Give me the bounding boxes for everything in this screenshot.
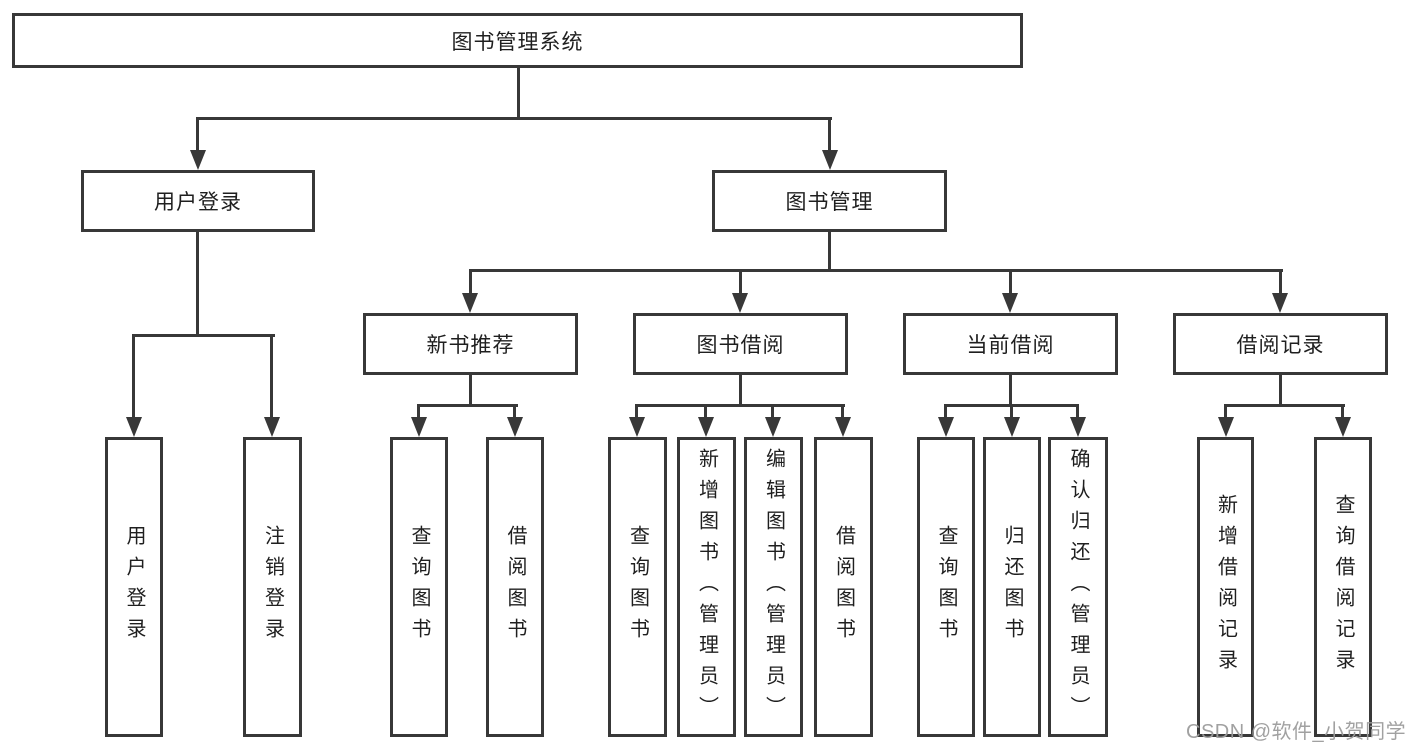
leaf-borrow-edit-book-admin-label: 编辑图书（管理员） [762, 447, 785, 727]
leaf-current-confirm-return-admin-label: 确认归还（管理员） [1067, 447, 1089, 727]
leaf-borrow-borrow-book-label: 借阅图书 [832, 525, 855, 649]
leaf-logout-login: 注销登录 [243, 437, 302, 737]
leaf-recommend-borrow-book-label: 借阅图书 [504, 525, 526, 649]
arrow-down-icon [126, 417, 142, 437]
leaf-current-confirm-return-admin: 确认归还（管理员） [1048, 437, 1108, 737]
leaf-current-query-book-label: 查询图书 [935, 525, 957, 649]
leaf-current-query-book: 查询图书 [917, 437, 975, 737]
connector-line [635, 404, 638, 419]
node-new-book-recommend-label: 新书推荐 [426, 334, 515, 357]
connector-line [1224, 404, 1227, 419]
connector-line [1009, 269, 1012, 295]
arrow-down-icon [938, 417, 954, 437]
connector-line [513, 404, 516, 419]
leaf-logout-login-label: 注销登录 [261, 525, 284, 649]
leaf-recommend-query-book-label: 查询图书 [408, 525, 430, 649]
leaf-current-return-book: 归还图书 [983, 437, 1041, 737]
arrow-down-icon [835, 417, 851, 437]
leaf-record-add-borrow-record: 新增借阅记录 [1197, 437, 1254, 737]
node-book-management-label: 图书管理 [785, 191, 874, 214]
connector-line [196, 117, 832, 120]
arrow-down-icon [698, 417, 714, 437]
arrow-down-icon [1272, 293, 1288, 313]
arrow-down-icon [190, 150, 206, 170]
leaf-borrow-query-book-label: 查询图书 [626, 525, 649, 649]
connector-line [196, 117, 199, 152]
arrow-down-icon [822, 150, 838, 170]
connector-line [704, 404, 707, 419]
connector-line [841, 404, 844, 419]
arrow-down-icon [507, 417, 523, 437]
leaf-recommend-borrow-book: 借阅图书 [486, 437, 544, 737]
connector-line [270, 334, 273, 419]
connector-line [132, 334, 135, 419]
arrow-down-icon [765, 417, 781, 437]
connector-line [1010, 404, 1013, 419]
connector-line [1224, 404, 1345, 407]
connector-line [828, 232, 831, 272]
connector-line [635, 404, 845, 407]
node-borrow-record-label: 借阅记录 [1236, 334, 1325, 357]
connector-line [469, 269, 1283, 272]
leaf-recommend-query-book: 查询图书 [390, 437, 448, 737]
leaf-current-return-book-label: 归还图书 [1001, 525, 1023, 649]
arrow-down-icon [1218, 417, 1234, 437]
node-root-label: 图书管理系统 [451, 30, 584, 54]
arrow-down-icon [1004, 417, 1020, 437]
connector-line [1076, 404, 1079, 419]
leaf-borrow-query-book: 查询图书 [608, 437, 667, 737]
arrow-down-icon [1002, 293, 1018, 313]
connector-line [771, 404, 774, 419]
leaf-user-login: 用户登录 [105, 437, 163, 737]
leaf-record-query-borrow-record: 查询借阅记录 [1314, 437, 1372, 737]
node-root: 图书管理系统 [12, 13, 1023, 68]
node-borrow-record: 借阅记录 [1173, 313, 1388, 375]
arrow-down-icon [732, 293, 748, 313]
connector-line [469, 375, 472, 407]
leaf-record-query-borrow-record-label: 查询借阅记录 [1332, 494, 1354, 680]
arrow-down-icon [462, 293, 478, 313]
connector-line [739, 375, 742, 407]
connector-line [828, 117, 831, 152]
connector-line [1341, 404, 1344, 419]
leaf-borrow-borrow-book: 借阅图书 [814, 437, 873, 737]
node-current-borrow: 当前借阅 [903, 313, 1118, 375]
leaf-record-add-borrow-record-label: 新增借阅记录 [1214, 494, 1237, 680]
connector-line [1009, 375, 1012, 407]
connector-line [944, 404, 947, 419]
connector-line [1279, 375, 1282, 407]
node-book-borrow: 图书借阅 [633, 313, 848, 375]
node-current-borrow-label: 当前借阅 [966, 334, 1055, 357]
leaf-borrow-add-book-admin-label: 新增图书（管理员） [695, 447, 718, 727]
connector-line [417, 404, 518, 407]
leaf-user-login-label: 用户登录 [123, 525, 145, 649]
connector-line [417, 404, 420, 419]
connector-line [517, 67, 520, 120]
arrow-down-icon [411, 417, 427, 437]
node-new-book-recommend: 新书推荐 [363, 313, 578, 375]
node-book-borrow-label: 图书借阅 [696, 334, 785, 357]
arrow-down-icon [629, 417, 645, 437]
connector-line [196, 232, 199, 337]
connector-line [1279, 269, 1282, 295]
leaf-borrow-add-book-admin: 新增图书（管理员） [677, 437, 736, 737]
node-book-management: 图书管理 [712, 170, 947, 232]
arrow-down-icon [264, 417, 280, 437]
watermark-text: CSDN @软件_小贺同学 [1186, 721, 1405, 743]
node-user-login-label: 用户登录 [154, 191, 242, 214]
arrow-down-icon [1335, 417, 1351, 437]
connector-line [132, 334, 275, 337]
node-user-login: 用户登录 [81, 170, 315, 232]
connector-line [469, 269, 472, 295]
connector-line [739, 269, 742, 295]
arrow-down-icon [1070, 417, 1086, 437]
leaf-borrow-edit-book-admin: 编辑图书（管理员） [744, 437, 803, 737]
